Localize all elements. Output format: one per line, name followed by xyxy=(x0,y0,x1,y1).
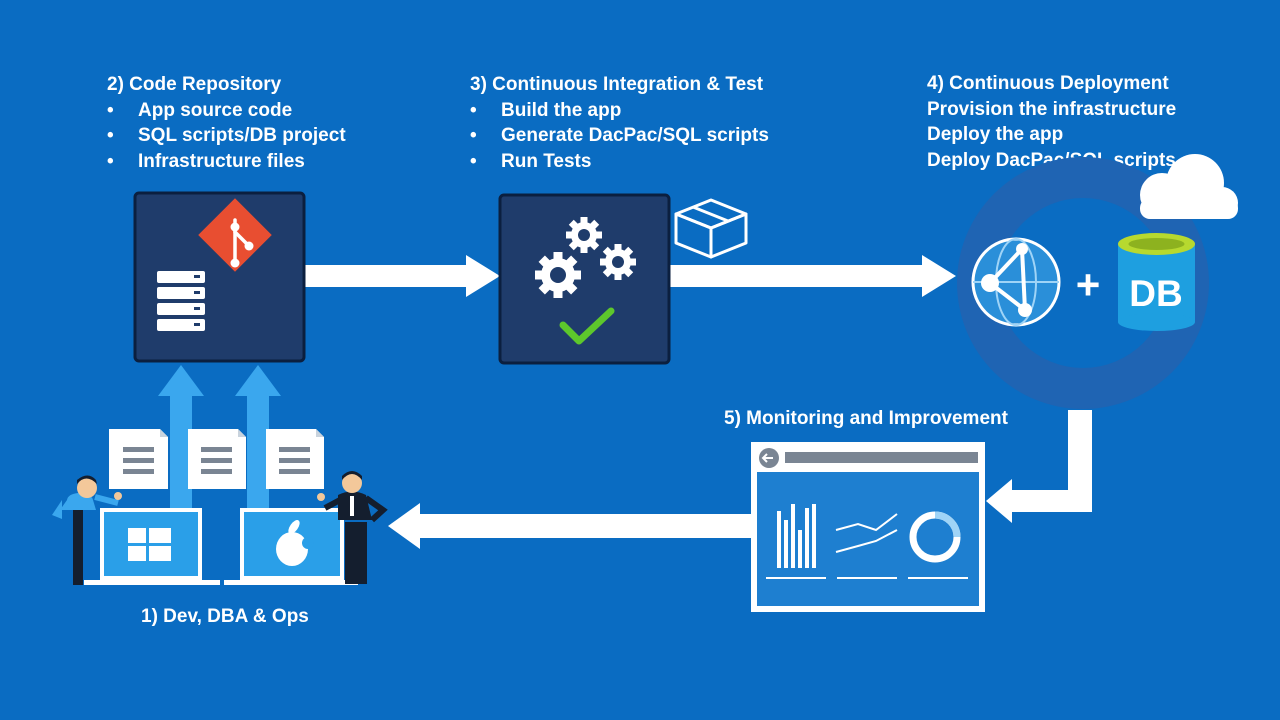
document-icon xyxy=(188,429,246,489)
plus-sign: + xyxy=(1076,261,1101,308)
package-box-icon xyxy=(674,198,748,259)
cloud-icon xyxy=(1140,154,1238,219)
gears-icon xyxy=(535,217,636,298)
checkmark-icon xyxy=(559,307,615,345)
stage3-label-block: 3) Continuous Integration & Test Build t… xyxy=(470,72,769,174)
bar-chart-icon xyxy=(766,504,826,579)
arrow-ci-to-deploy xyxy=(670,255,956,297)
stage4-item: Provision the infrastructure xyxy=(927,98,1177,120)
deployment-target: + DB xyxy=(957,154,1238,409)
developer-icon xyxy=(52,475,122,585)
arrow-monitoring-to-team xyxy=(388,503,752,549)
stage3-item: Build the app xyxy=(470,98,769,124)
continuous-integration-panel xyxy=(498,193,671,365)
db-label: DB xyxy=(1129,273,1182,314)
arrow-repo-to-ci xyxy=(305,255,500,297)
stage2-item: App source code xyxy=(107,98,346,124)
web-app-globe-icon xyxy=(971,237,1061,327)
database-icon: DB xyxy=(1118,233,1195,331)
git-icon xyxy=(198,198,272,272)
stage1-title: 1) Dev, DBA & Ops xyxy=(141,606,309,627)
server-stack-icon xyxy=(157,271,205,331)
document-icon xyxy=(266,429,324,489)
donut-chart-icon xyxy=(908,511,968,579)
stage3-item: Run Tests xyxy=(470,149,769,175)
stage5-title: 5) Monitoring and Improvement xyxy=(724,408,1008,429)
stage4-item: Deploy the app xyxy=(927,124,1064,145)
line-chart-icon xyxy=(835,513,898,579)
stage2-label-block: 2) Code Repository App source code SQL s… xyxy=(107,72,346,174)
code-repository-panel xyxy=(133,191,306,363)
stage3-title: 3) Continuous Integration & Test xyxy=(470,74,764,95)
ops-person-icon xyxy=(317,471,388,584)
document-icon xyxy=(109,429,168,489)
windows-laptop-icon xyxy=(84,508,220,585)
stage2-item: SQL scripts/DB project xyxy=(107,123,346,149)
apple-laptop-icon xyxy=(224,508,358,585)
stage3-item: Generate DacPac/SQL scripts xyxy=(470,123,769,149)
stage2-title: 2) Code Repository xyxy=(107,74,282,95)
stage2-item: Infrastructure files xyxy=(107,149,346,175)
arrow-deploy-to-monitoring xyxy=(986,410,1092,523)
arrow-team-to-repo-left xyxy=(158,365,204,510)
stage4-title: 4) Continuous Deployment xyxy=(927,73,1169,94)
dashboard-window-icon xyxy=(751,442,985,612)
arrow-team-to-repo-right xyxy=(235,365,281,510)
